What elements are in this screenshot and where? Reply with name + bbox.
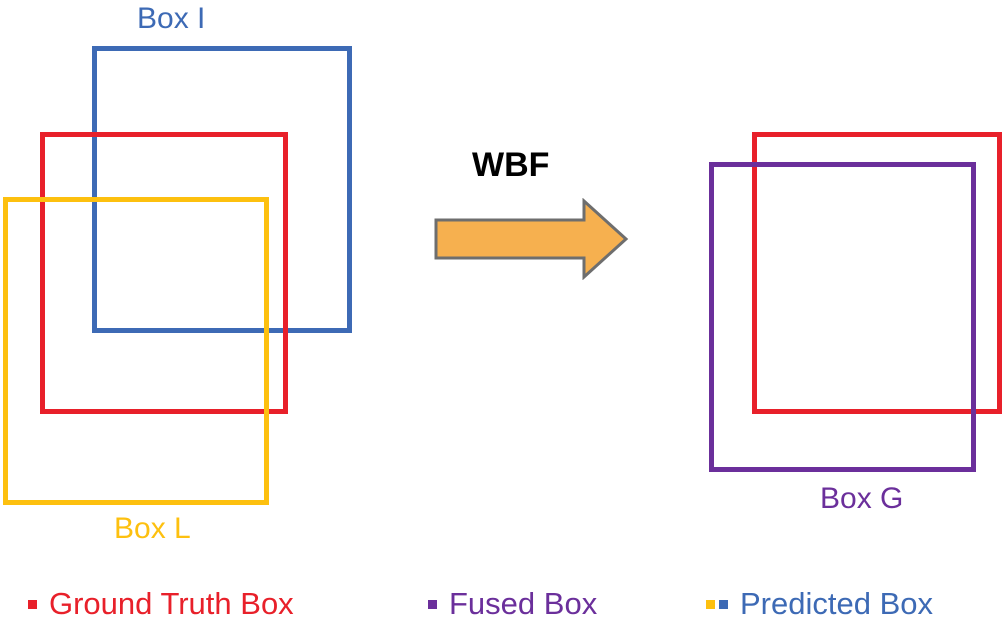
ground-truth-box-right bbox=[752, 132, 1002, 414]
box-g-label: Box G bbox=[820, 482, 904, 515]
fused-swatch bbox=[428, 599, 437, 609]
legend-fused: Fused Box bbox=[428, 586, 597, 622]
fused-box-g bbox=[709, 162, 976, 472]
legend-predicted: Predicted Box bbox=[706, 586, 933, 622]
predicted-box-i bbox=[92, 46, 352, 333]
predicted-swatch-blue bbox=[719, 599, 728, 609]
legend-ground-truth-label: Ground Truth Box bbox=[49, 586, 294, 621]
ground-truth-swatch bbox=[28, 599, 37, 609]
box-l-label: Box L bbox=[114, 512, 191, 545]
predicted-box-l bbox=[3, 197, 269, 505]
ground-truth-box-left bbox=[40, 132, 288, 414]
wbf-label: WBF bbox=[472, 146, 550, 184]
legend-fused-label: Fused Box bbox=[449, 586, 598, 621]
legend-predicted-label: Predicted Box bbox=[740, 586, 933, 621]
right-arrow-icon bbox=[434, 198, 629, 280]
legend-ground-truth: Ground Truth Box bbox=[28, 586, 294, 622]
predicted-swatch-yellow bbox=[706, 599, 715, 609]
box-i-label: Box I bbox=[137, 2, 206, 35]
